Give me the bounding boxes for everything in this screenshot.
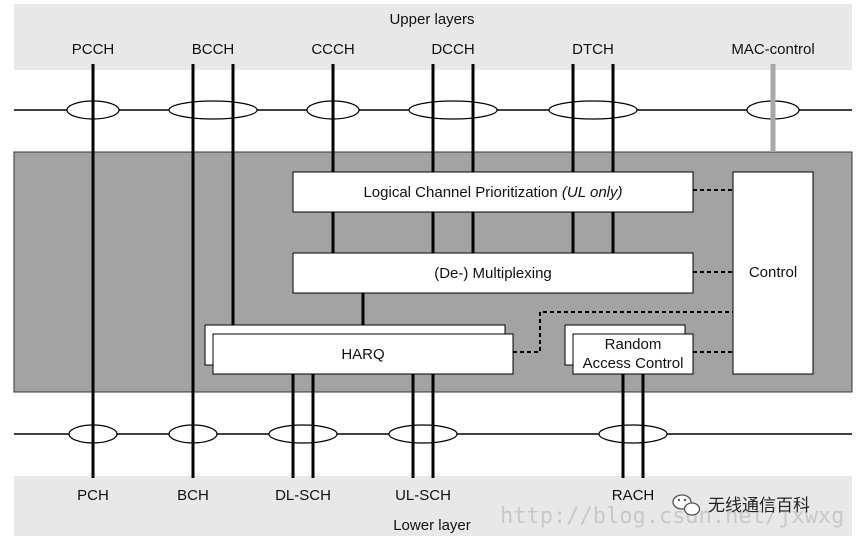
upper-channel-labels: PCCH BCCH CCCH DCCH DTCH MAC-control [72, 41, 815, 58]
harq-control-connector [513, 311, 733, 353]
channel-label-bch: BCH [177, 487, 209, 504]
harq-box [212, 333, 514, 375]
watermark-url: http://blog.csdn.net/jxwxg [500, 504, 844, 529]
channel-label-ul-sch: UL-SCH [395, 487, 451, 504]
random-access-label-line1: Random [605, 336, 662, 353]
channel-label-dtch: DTCH [572, 41, 614, 58]
sap-ellipse-dtch [548, 100, 638, 120]
channel-label-mac-control: MAC-control [731, 41, 814, 58]
lcp-label-note: (UL only) [562, 184, 623, 201]
sap-ellipse-dcch [408, 100, 498, 120]
control-label: Control [749, 264, 797, 281]
channel-label-pcch: PCCH [72, 41, 115, 58]
sap-ellipse-bcch [168, 100, 258, 120]
channel-label-dcch: DCCH [431, 41, 474, 58]
channel-label-dl-sch: DL-SCH [275, 487, 331, 504]
lcp-label: Logical Channel Prioritization (UL only) [363, 184, 622, 201]
random-access-label-line2: Access Control [583, 355, 684, 372]
channel-label-bcch: BCCH [192, 41, 235, 58]
upper-layers-band [14, 4, 852, 70]
harq-label: HARQ [341, 346, 384, 363]
channel-label-ccch: CCCH [311, 41, 354, 58]
lcp-box [292, 171, 694, 213]
watermark-brand: 无线通信百科 [708, 496, 810, 516]
random-access-box [572, 333, 694, 375]
upper-sap-ellipses [66, 100, 800, 120]
lcp-label-main: Logical Channel Prioritization [363, 184, 561, 201]
control-box [732, 171, 814, 375]
lower-channel-labels: PCH BCH DL-SCH UL-SCH RACH [77, 487, 654, 504]
channel-label-rach: RACH [612, 487, 655, 504]
multiplexing-box [292, 252, 694, 294]
sap-ellipse-dl-sch [268, 424, 338, 444]
upper-layers-label: Upper layers [389, 11, 474, 28]
multiplexing-label: (De-) Multiplexing [434, 265, 552, 282]
lower-layer-band [14, 476, 852, 536]
sap-ellipse-ul-sch [388, 424, 458, 444]
control-connectors [513, 189, 733, 353]
lower-layer-label: Lower layer [393, 517, 471, 534]
channel-lines-over-saps [91, 100, 645, 444]
channel-label-pch: PCH [77, 487, 109, 504]
sap-ellipse-rach [598, 424, 668, 444]
wechat-icon [672, 494, 701, 516]
